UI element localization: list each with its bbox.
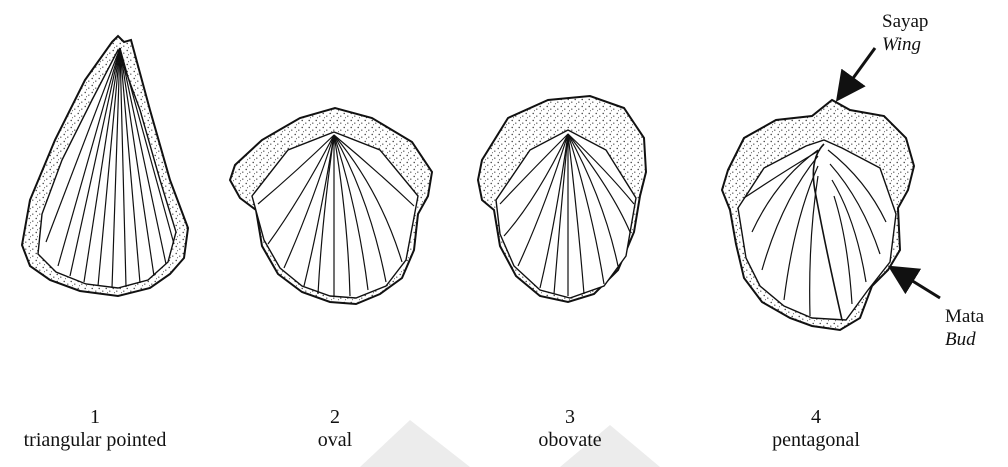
label-seed-1: 1 triangular pointed — [5, 406, 185, 452]
wing-local-label: Sayap — [882, 10, 928, 33]
wing-arrow — [843, 48, 875, 92]
seed-1-number: 1 — [5, 406, 185, 429]
seed-3-number: 3 — [510, 406, 630, 429]
bud-english-label: Bud — [945, 328, 984, 351]
seed-4-pentagonal — [722, 100, 914, 330]
seed-4-shape-name: pentagonal — [746, 429, 886, 452]
label-seed-3: 3 obovate — [510, 406, 630, 452]
label-seed-2: 2 oval — [280, 406, 390, 452]
seed-4-number: 4 — [746, 406, 886, 429]
seed-3-obovate — [478, 96, 646, 302]
seed-2-number: 2 — [280, 406, 390, 429]
seed-2-oval — [230, 108, 432, 304]
wing-english-label: Wing — [882, 33, 928, 56]
bud-arrow — [898, 272, 940, 298]
seed-2-shape-name: oval — [280, 429, 390, 452]
bud-local-label: Mata — [945, 305, 984, 328]
seed-1-triangular-pointed — [22, 36, 188, 296]
seed-1-shape-name: triangular pointed — [5, 429, 185, 452]
seed-3-shape-name: obovate — [510, 429, 630, 452]
label-seed-4: 4 pentagonal — [746, 406, 886, 452]
bud-annotation: Mata Bud — [945, 305, 984, 351]
wing-annotation: Sayap Wing — [882, 10, 928, 56]
